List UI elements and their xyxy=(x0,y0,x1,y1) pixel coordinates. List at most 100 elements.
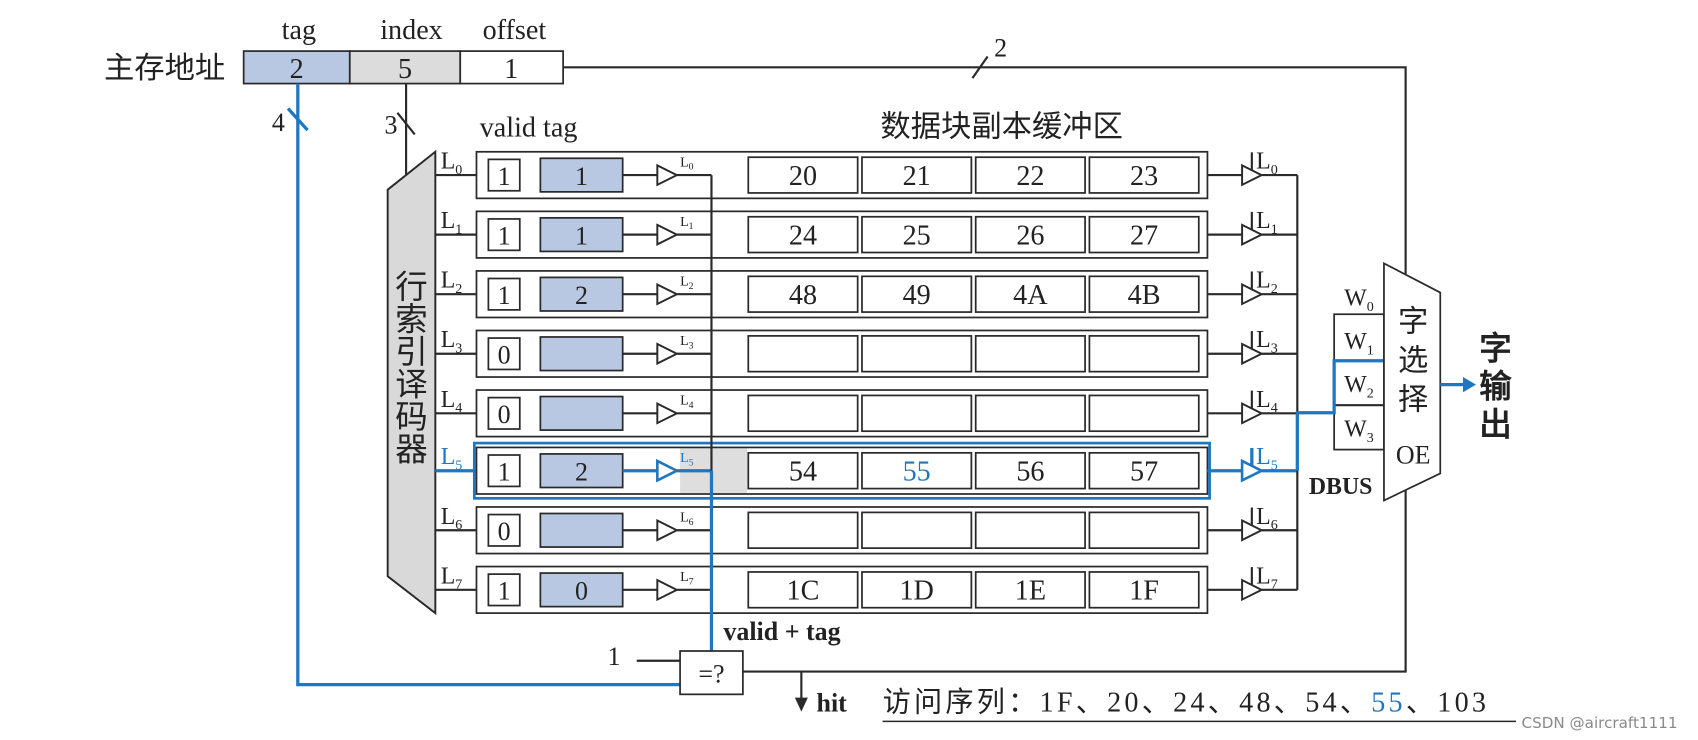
line-select-label-subscript: 2 xyxy=(455,281,462,297)
data-word-box xyxy=(861,394,973,433)
data-word: 27 xyxy=(1130,220,1158,251)
valid-bit: 1 xyxy=(498,457,511,486)
data-word-box xyxy=(974,571,1086,609)
tag-buffer-triangle xyxy=(656,401,679,425)
tag-box xyxy=(539,216,624,253)
valid-tag-bus-label: valid + tag xyxy=(723,617,840,646)
word-registers: W0 W1 W2 W3 xyxy=(1333,286,1385,451)
access-sequence-current: 55 xyxy=(1371,688,1406,719)
line-select-label-letter: L xyxy=(441,208,456,234)
data-word-box xyxy=(747,156,859,194)
tag-field xyxy=(242,50,351,85)
valid-bit: 1 xyxy=(498,221,511,250)
dbus-label: DBUS xyxy=(1309,474,1373,500)
data-buffer-label: L6 xyxy=(1256,504,1278,533)
offset-width-slash xyxy=(971,55,989,79)
line-select-label: L1 xyxy=(441,208,463,237)
data-buffer-triangle xyxy=(1241,518,1264,542)
data-word-box xyxy=(747,335,859,373)
decoder-char: 器 xyxy=(395,432,427,468)
tag-box xyxy=(539,395,624,431)
word-output-char: 输 xyxy=(1479,369,1512,406)
word-register-0: W0 xyxy=(1344,286,1374,315)
tag-buffer-triangle xyxy=(656,518,679,542)
address-label: 主存地址 xyxy=(104,51,225,85)
tag-value: 2 xyxy=(575,457,588,486)
data-word-box xyxy=(861,451,973,490)
tag-buffer-label-subscript: 4 xyxy=(689,400,694,411)
tag-value: 1 xyxy=(575,162,588,191)
data-word-box xyxy=(974,451,1086,490)
data-word-box xyxy=(1088,511,1200,550)
main-memory-address: 主存地址 tag index offset 2 5 1 xyxy=(104,15,564,85)
tag-buffer-label: L2 xyxy=(680,274,694,292)
offset-field-label: offset xyxy=(483,15,547,46)
tag-box xyxy=(539,336,624,372)
word-register-3: W3 xyxy=(1344,417,1374,446)
data-buffer-label: L1 xyxy=(1256,208,1278,237)
line-select-label-letter: L xyxy=(441,268,456,294)
data-word-box xyxy=(974,335,1086,373)
valid-bit-box xyxy=(487,573,521,607)
data-word: 55 xyxy=(903,456,931,487)
access-sequence-prefix: 访问序列：1F、20、24、48、54、 xyxy=(883,687,1372,719)
tag-box xyxy=(539,453,624,489)
line-select-label-subscript: 7 xyxy=(455,577,462,593)
data-word-box xyxy=(1088,215,1200,254)
tag-buffer-label-letter: L xyxy=(680,569,689,585)
tag-buffer-label-subscript: 3 xyxy=(689,340,694,351)
line-select-label-subscript: 6 xyxy=(455,517,462,533)
index-width-label: 3 xyxy=(384,110,397,139)
index-field-value: 5 xyxy=(398,54,412,85)
line-select-label-letter: L xyxy=(441,149,456,175)
data-word: 1F xyxy=(1129,576,1159,607)
word-register-letter: W xyxy=(1344,329,1367,355)
tag-buffer-label-letter: L xyxy=(680,510,689,526)
valid-bit-box xyxy=(487,513,521,547)
line-select-label: L5 xyxy=(441,444,463,473)
selected-word-path xyxy=(1295,359,1384,471)
access-sequence-suffix: 、103 xyxy=(1406,688,1489,719)
tag-buffer-label-letter: L xyxy=(680,154,689,170)
valid-bit-box xyxy=(487,337,521,371)
valid-bit-box xyxy=(487,158,521,192)
data-word-box xyxy=(747,511,859,550)
data-buffer-label-letter: L xyxy=(1256,208,1271,234)
line-select-label: L3 xyxy=(441,327,463,356)
comparator-symbol: =? xyxy=(698,659,724,688)
line-select-label: L0 xyxy=(441,149,463,178)
tag-buffer-label: L5 xyxy=(680,450,694,468)
tag-value: 2 xyxy=(575,281,588,310)
tag-buffer-label-letter: L xyxy=(680,274,689,290)
word-register-subscript: 3 xyxy=(1367,430,1374,446)
offset-field xyxy=(459,50,564,85)
data-word: 25 xyxy=(903,220,931,251)
word-register-subscript: 2 xyxy=(1367,386,1374,402)
valid-bit: 1 xyxy=(498,162,511,191)
data-word-box xyxy=(861,275,973,313)
word-register-2: W2 xyxy=(1344,372,1374,401)
line-select-label-letter: L xyxy=(441,504,456,530)
tag-buffer-label: L4 xyxy=(680,393,694,411)
data-buffer-label-subscript: 1 xyxy=(1271,222,1278,238)
data-buffer-label-letter: L xyxy=(1256,387,1271,413)
data-word-box xyxy=(1088,451,1200,490)
data-word: 1C xyxy=(787,576,820,607)
mux-char: 选 xyxy=(1398,344,1428,378)
data-word-box xyxy=(1088,335,1200,373)
decoder-char: 索 xyxy=(395,301,427,338)
word-register-subscript: 1 xyxy=(1367,342,1374,358)
data-word-box xyxy=(1088,156,1200,194)
data-word-box xyxy=(861,335,973,373)
output-enable-label: OE xyxy=(1396,441,1431,470)
word-select-mux: 字 选 择 OE xyxy=(1383,261,1442,502)
data-word-box xyxy=(747,451,859,490)
data-buffer-label-letter: L xyxy=(1256,268,1271,294)
tag-buffer-triangle xyxy=(656,223,679,246)
valid-bit: 1 xyxy=(498,577,511,606)
